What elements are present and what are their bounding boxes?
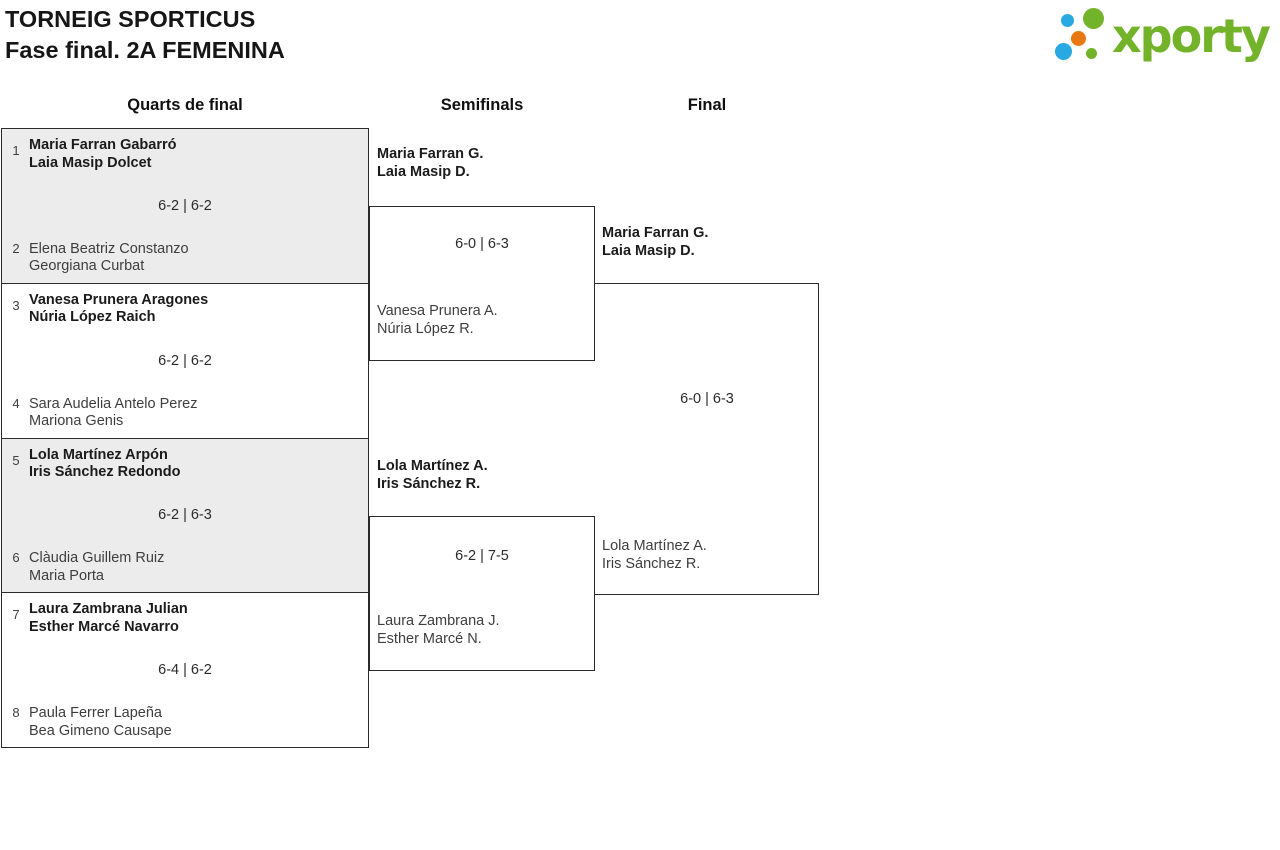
player-name: Esther Marcé N. [377, 630, 482, 647]
player-name: Georgiana Curbat [29, 258, 145, 275]
tournament-name: TORNEIG SPORTICUS [5, 6, 256, 32]
team-pair: Laura Zambrana J. Esther Marcé N. [377, 613, 500, 648]
match-score: 6-2 | 6-3 [158, 507, 212, 524]
team-pair: Lola Martínez A. Iris Sánchez R. [377, 458, 488, 493]
player-name: Laia Masip Dolcet [29, 154, 152, 171]
quarterfinals-column: 1 Maria Farran Gabarró Laia Masip Dolcet… [1, 128, 369, 748]
team-pair: Lola Martínez A. Iris Sánchez R. [602, 538, 707, 573]
player-name: Lola Martínez A. [602, 538, 707, 554]
logo-dot-blue-large [1055, 43, 1072, 60]
player-name: Laura Zambrana J. [377, 613, 500, 629]
player-name: Iris Sánchez R. [377, 475, 481, 492]
player-name: Esther Marcé Navarro [29, 618, 179, 635]
match-score: 6-2 | 6-2 [158, 197, 212, 214]
player-name: Laia Masip D. [377, 163, 470, 180]
logo-dot-orange [1071, 31, 1086, 46]
logo-dot-green-large [1083, 8, 1104, 29]
team-pair: Vanesa Prunera Aragones Núria López Raic… [29, 292, 208, 327]
seed-number: 3 [12, 297, 20, 313]
team-pair: Maria Farran G. Laia Masip D. [602, 225, 708, 260]
match-score: 6-2 | 7-5 [455, 548, 509, 564]
player-name: Núria López R. [377, 320, 474, 337]
xporty-logo[interactable]: xporty [1050, 0, 1275, 72]
player-name: Sara Audelia Antelo Perez [29, 395, 198, 412]
seed-number: 4 [12, 395, 20, 411]
seed-number: 7 [12, 607, 20, 623]
seed-number: 2 [12, 240, 20, 256]
player-name: Maria Farran G. [377, 146, 484, 162]
semifinal-match-2-box [369, 515, 595, 671]
player-name: Laia Masip D. [602, 242, 695, 259]
player-name: Núria López Raich [29, 309, 156, 326]
logo-dot-blue-small [1061, 14, 1074, 27]
team-pair: Vanesa Prunera A. Núria López R. [377, 303, 498, 338]
quarterfinal-match-4: 7 Laura Zambrana Julian Esther Marcé Nav… [2, 592, 368, 747]
player-name: Laura Zambrana Julian [29, 601, 188, 618]
match-score: 6-2 | 6-2 [158, 352, 212, 369]
team-pair: Clàudia Guillem Ruiz Maria Porta [29, 550, 164, 585]
team-pair: Elena Beatriz Constanzo Georgiana Curbat [29, 241, 189, 276]
player-name: Bea Gimeno Causape [29, 722, 172, 739]
page-title: TORNEIG SPORTICUS Fase final. 2A FEMENIN… [5, 4, 285, 65]
logo-dot-green-small [1086, 48, 1097, 59]
player-name: Maria Porta [29, 567, 104, 584]
player-name: Iris Sánchez R. [602, 555, 701, 572]
team-pair: Lola Martínez Arpón Iris Sánchez Redondo [29, 447, 180, 482]
quarterfinal-match-1: 1 Maria Farran Gabarró Laia Masip Dolcet… [2, 129, 368, 283]
team-pair: Paula Ferrer Lapeña Bea Gimeno Causape [29, 705, 172, 740]
player-name: Vanesa Prunera A. [377, 303, 498, 319]
team-pair: Laura Zambrana Julian Esther Marcé Navar… [29, 601, 188, 636]
seed-number: 6 [12, 550, 20, 566]
xporty-logo-text: xporty [1112, 9, 1271, 63]
player-name: Paula Ferrer Lapeña [29, 705, 162, 721]
final-match-box [595, 283, 819, 595]
player-name: Lola Martínez Arpón [29, 446, 168, 463]
column-header-semifinals: Semifinals [440, 96, 524, 114]
player-name: Iris Sánchez Redondo [29, 464, 181, 480]
phase-category: Fase final. 2A FEMENINA [5, 36, 285, 63]
column-header-quarterfinals: Quarts de final [127, 96, 243, 114]
seed-number: 1 [12, 143, 20, 158]
player-name: Lola Martínez A. [377, 458, 488, 474]
player-name: Mariona Genis [29, 413, 124, 429]
column-header-final: Final [687, 96, 727, 114]
semifinal-match-1-box [369, 205, 595, 361]
player-name: Maria Farran G. [602, 225, 709, 241]
player-name: Maria Farran Gabarró [29, 137, 177, 153]
player-name: Elena Beatriz Constanzo [29, 240, 189, 257]
player-name: Clàudia Guillem Ruiz [29, 550, 165, 567]
team-pair: Maria Farran Gabarró Laia Masip Dolcet [29, 137, 176, 172]
match-score: 6-4 | 6-2 [158, 662, 212, 679]
quarterfinal-match-2: 3 Vanesa Prunera Aragones Núria López Ra… [2, 282, 368, 438]
quarterfinal-match-3: 5 Lola Martínez Arpón Iris Sánchez Redon… [2, 437, 368, 593]
player-name: Vanesa Prunera Aragones [29, 291, 209, 308]
match-score: 6-0 | 6-3 [680, 391, 734, 407]
team-pair: Sara Audelia Antelo Perez Mariona Genis [29, 396, 197, 431]
seed-number: 5 [12, 452, 20, 468]
seed-number: 8 [12, 705, 20, 720]
team-pair: Maria Farran G. Laia Masip D. [377, 146, 483, 181]
match-score: 6-0 | 6-3 [455, 236, 509, 252]
